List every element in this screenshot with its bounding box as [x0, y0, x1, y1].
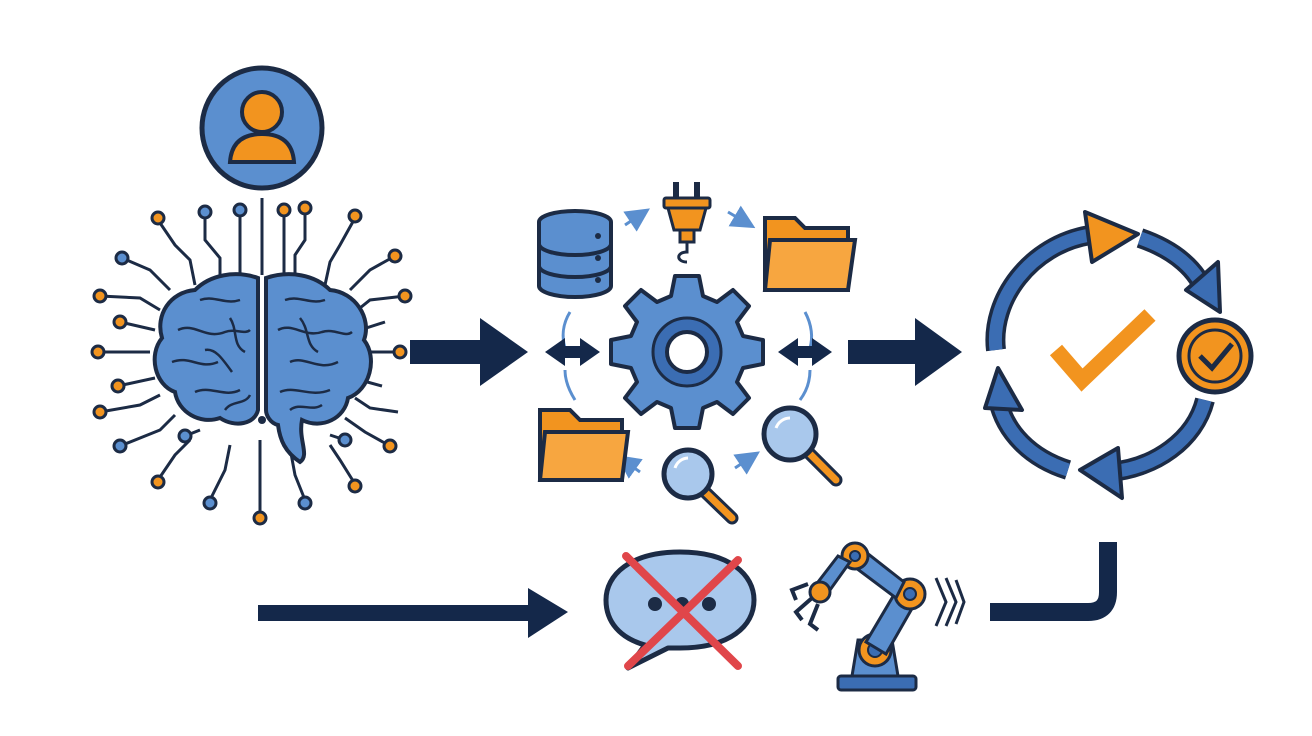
circuit-nodes [90, 200, 413, 526]
check-badge-icon [1176, 317, 1254, 395]
database-icon [537, 209, 613, 299]
double-arrow-icon [778, 338, 832, 366]
brain-circuit-icon [90, 198, 413, 526]
gear-icon [609, 274, 765, 430]
flow-arrow-small [733, 451, 760, 475]
magnifier-icon [761, 405, 843, 487]
magnifier-icon [661, 447, 739, 525]
cycle-arrows-icon [983, 210, 1222, 500]
circuit-lines [98, 198, 406, 515]
tool-cluster [537, 182, 858, 525]
robot-arm-icon [789, 541, 966, 692]
orbit-arc [798, 369, 812, 401]
arrow-right-icon [410, 318, 528, 386]
flow-arrow-small [623, 208, 650, 232]
orbit-arc [803, 311, 814, 349]
user-avatar-icon [199, 65, 325, 191]
folder-icon [537, 408, 631, 482]
folder-icon [762, 216, 858, 292]
brain-folds [171, 297, 353, 412]
flow-arrow-small [616, 455, 643, 479]
return-connector [990, 542, 1117, 621]
orbit-arc [563, 369, 577, 401]
plug-icon [662, 182, 712, 264]
arrow-right-icon [848, 318, 962, 386]
double-arrow-icon [545, 338, 600, 366]
brain-right-hemisphere [264, 272, 373, 465]
flow-arrow-small [727, 205, 756, 229]
checkmark-icon [1049, 309, 1156, 392]
arrow-right-icon [258, 588, 568, 638]
chat-bubble-crossed-icon [603, 549, 757, 671]
motion-chevrons-icon [934, 577, 966, 627]
